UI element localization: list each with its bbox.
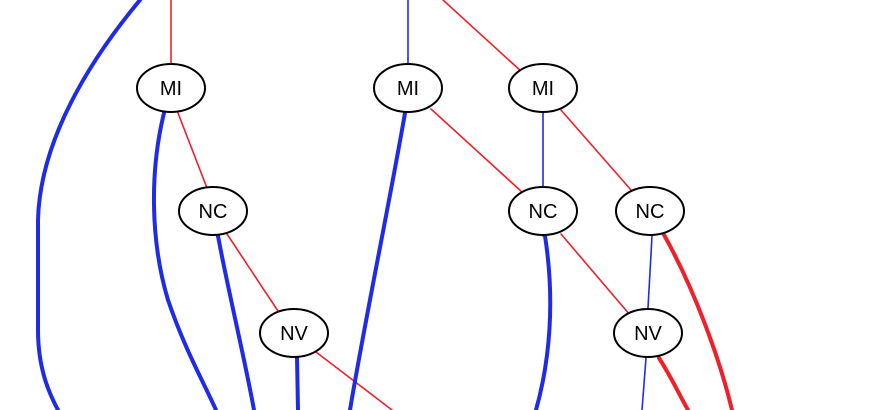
node-nc-3[interactable]: NC [615, 186, 685, 236]
edge [442, 0, 523, 73]
edge [647, 235, 653, 309]
edge [661, 231, 734, 410]
node-shape [136, 63, 206, 113]
edge [216, 234, 256, 410]
edge [430, 108, 523, 193]
edge [36, 0, 142, 410]
node-mi-1[interactable]: MI [136, 63, 206, 113]
edge [560, 233, 631, 316]
edge [657, 356, 690, 410]
node-shape [613, 308, 683, 358]
edge [560, 109, 632, 191]
edge [348, 111, 407, 410]
node-label: NV [280, 323, 308, 345]
edge [534, 234, 553, 410]
node-nv-2[interactable]: NV [613, 308, 683, 358]
edge [226, 233, 279, 312]
node-label: NC [199, 201, 228, 223]
node-shape [615, 186, 685, 236]
node-nv-1[interactable]: NV [259, 308, 329, 358]
node-layer: MI MI MI NC NC NC NV NV [136, 63, 685, 358]
node-mi-3[interactable]: MI [508, 63, 578, 113]
node-shape [373, 63, 443, 113]
edge [641, 357, 647, 410]
node-label: MI [160, 78, 182, 100]
node-label: NV [634, 323, 662, 345]
node-shape [508, 186, 578, 236]
edge-layer [36, 0, 734, 410]
node-label: MI [532, 78, 554, 100]
node-nc-2[interactable]: NC [508, 186, 578, 236]
node-label: NC [529, 201, 558, 223]
node-shape [259, 308, 329, 358]
node-mi-2[interactable]: MI [373, 63, 443, 113]
node-shape [178, 186, 248, 236]
edge [177, 112, 208, 189]
node-shape [508, 63, 578, 113]
edge [152, 111, 218, 410]
edge [295, 355, 300, 410]
node-label: NC [636, 201, 665, 223]
node-label: MI [397, 78, 419, 100]
node-nc-1[interactable]: NC [178, 186, 248, 236]
